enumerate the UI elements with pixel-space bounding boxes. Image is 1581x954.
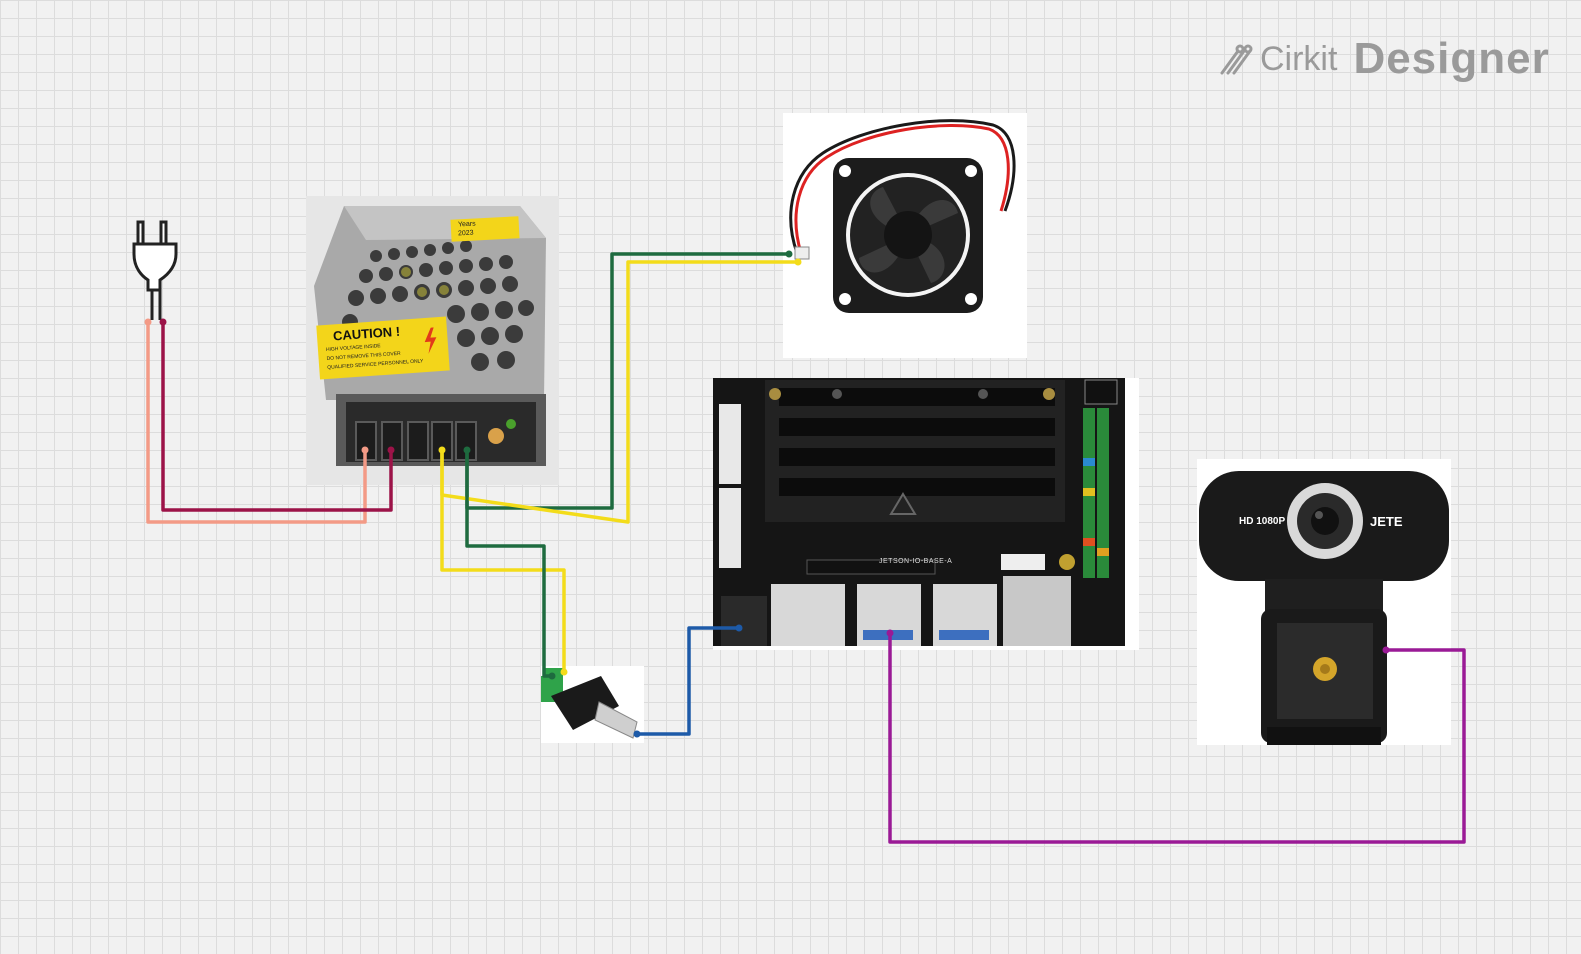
board-image [713,378,1125,646]
cirkit-designer-logo: Cirkit Designer [1218,34,1550,84]
power-supply[interactable]: CAUTION ! HIGH VOLTAGE INSIDE DO NOT REM… [306,196,559,485]
wire-yellow-fan[interactable] [440,260,800,524]
wire-blue[interactable] [635,626,741,736]
lightning-icon [424,327,437,354]
plug-icon[interactable] [128,218,184,328]
cooling-fan[interactable] [783,113,1027,358]
caution-label: CAUTION ! HIGH VOLTAGE INSIDE DO NOT REM… [316,316,450,380]
fan-image [789,119,1016,313]
board-name: JETSON-IO-BASE-A [879,558,953,565]
wire-salmon[interactable] [146,320,367,524]
wire-maroon[interactable] [161,320,393,512]
wire-purple[interactable] [888,631,1466,844]
cirkit-logo-icon [1220,44,1253,75]
cam-brand: JETE [1370,514,1403,529]
webcam[interactable]: HD 1080P JETE [1197,459,1451,745]
wire-yellow-jack[interactable] [440,448,566,674]
brand-cirkit: Cirkit [1260,39,1338,78]
brand-designer: Designer [1353,34,1550,83]
wire-green-jack[interactable] [465,448,554,678]
jetson-board[interactable]: JETSON-IO-BASE-A [713,378,1139,650]
cam-resolution: HD 1080P [1239,516,1286,527]
wire-endpoints [144,250,1390,738]
webcam-image [1199,471,1449,745]
dc-jack[interactable] [541,666,644,743]
